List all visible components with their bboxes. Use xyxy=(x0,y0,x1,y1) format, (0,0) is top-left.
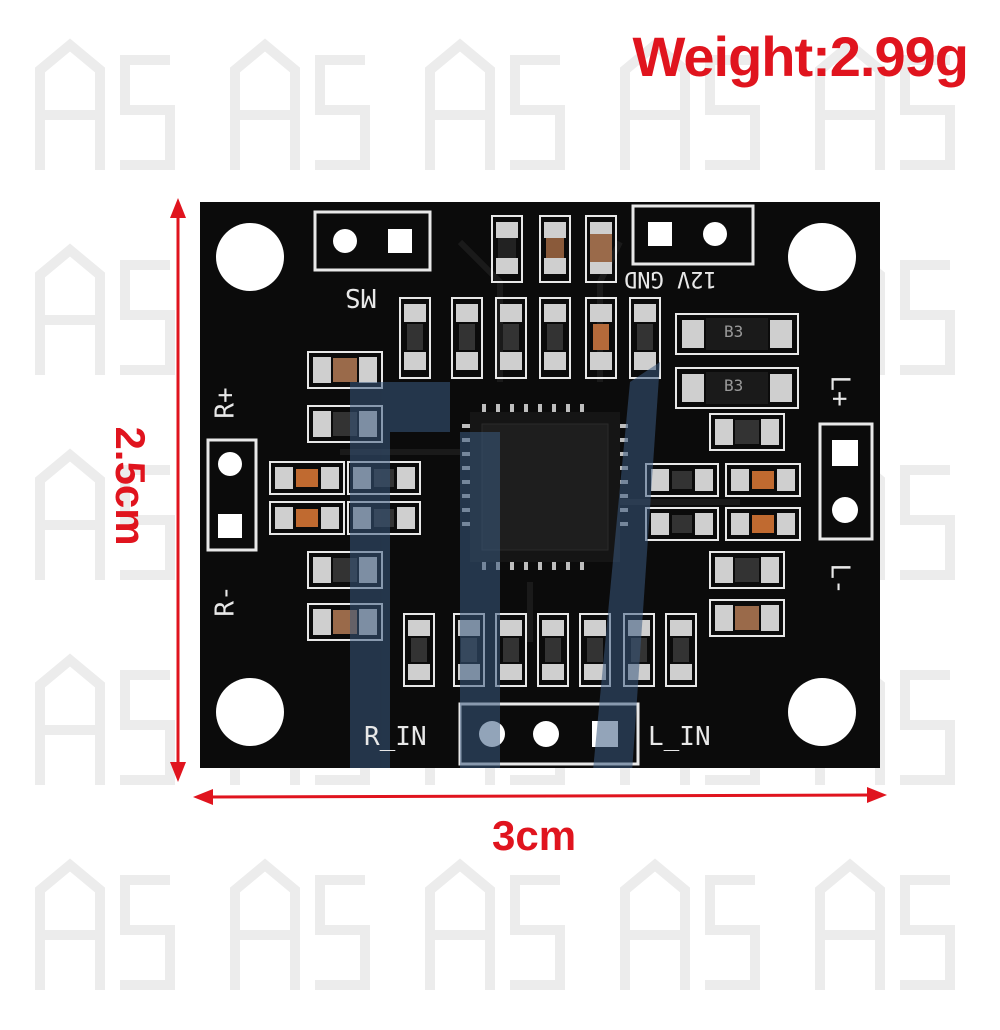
r-minus-pin xyxy=(218,514,242,538)
left-speaker-header-outline xyxy=(818,422,874,541)
silk-diode-1-mark: B3 xyxy=(724,322,744,341)
diode-1 xyxy=(675,313,799,355)
silk-power-label: 12V GND xyxy=(624,266,717,291)
mounting-hole-bottom-right xyxy=(788,678,856,746)
l-minus-pin xyxy=(832,497,858,523)
top-row-components xyxy=(491,215,617,283)
amplifier-pcb-board: MS 12V GND R+ R- L+ L- R_IN L_IN B3 B3 xyxy=(200,202,880,842)
silk-l-in-label: L_IN xyxy=(648,722,711,752)
ms-pin-2 xyxy=(388,229,412,253)
mounting-hole-bottom-left xyxy=(216,678,284,746)
silk-diode-2-mark: B3 xyxy=(724,376,744,395)
power-pin-1 xyxy=(648,222,672,246)
diode-2 xyxy=(675,367,799,409)
height-dimension-label: 2.5cm xyxy=(107,426,154,546)
ms-header-outline xyxy=(313,210,432,272)
silk-r-in-label: R_IN xyxy=(364,722,427,752)
power-header-outline xyxy=(631,204,755,266)
mounting-hole-top-right xyxy=(788,223,856,291)
silk-r-minus-label: R- xyxy=(210,585,241,617)
power-pin-2 xyxy=(703,222,727,246)
width-dimension-label: 3cm xyxy=(492,812,577,859)
l-plus-pin xyxy=(832,440,858,466)
mounting-hole-top-left xyxy=(216,223,284,291)
second-row-components xyxy=(399,297,661,379)
silk-l-minus-label: L- xyxy=(824,563,855,595)
silk-l-plus-label: L+ xyxy=(824,375,855,407)
board-watermark-logo xyxy=(350,362,660,842)
right-speaker-header-outline xyxy=(206,438,258,552)
input-pin-2 xyxy=(533,721,559,747)
silk-r-plus-label: R+ xyxy=(210,387,241,419)
silk-ms-label: MS xyxy=(345,282,377,312)
weight-label: Weight:2.99g xyxy=(632,25,969,88)
pcb-drawing xyxy=(200,202,880,842)
r-plus-pin xyxy=(218,452,242,476)
ms-pin-1 xyxy=(333,229,357,253)
right-side-components xyxy=(645,413,801,637)
